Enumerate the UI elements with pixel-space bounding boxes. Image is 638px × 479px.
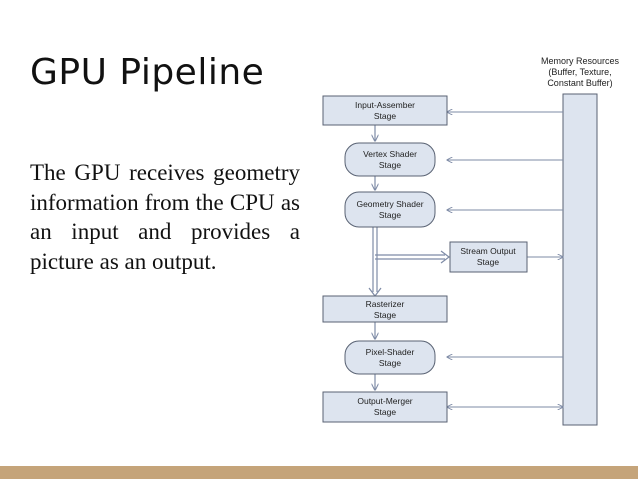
memory-resources-box	[562, 93, 598, 426]
rasterizer-box	[322, 295, 448, 323]
pixel-shader-label-line-1: Pixel-Shader	[366, 347, 415, 357]
output-merger-box	[322, 391, 448, 423]
pixel-shader-box	[344, 340, 436, 375]
bottom-accent-bar	[0, 466, 638, 479]
memory-resources-label-line-3: Constant Buffer)	[547, 78, 612, 88]
geometry-shader-label-line-1: Geometry Shader	[356, 199, 423, 209]
memory-resources-label-line-1: Memory Resources	[541, 56, 620, 66]
stream-output-arrowhead	[440, 250, 450, 264]
output-merger-label-line-1: Output-Merger	[357, 396, 412, 406]
stream-output-box	[449, 241, 528, 273]
pixel-shader-label-line-2: Stage	[379, 358, 401, 368]
stream-output-label-line-1: Stream Output	[460, 246, 516, 256]
vertex-shader-box	[344, 142, 436, 177]
vertex-shader-label-line-1: Vertex Shader	[363, 149, 417, 159]
gpu-pipeline-diagram: Memory Resources (Buffer, Texture, Const…	[315, 52, 630, 437]
pipeline-svg: Memory Resources (Buffer, Texture, Const…	[322, 56, 620, 426]
flow-arrowhead-rast	[368, 287, 382, 297]
output-merger-label-line-2: Stage	[374, 407, 396, 417]
input-assembler-label-line-2: Stage	[374, 111, 396, 121]
geometry-shader-box	[344, 191, 436, 228]
page-title: GPU Pipeline	[30, 52, 265, 93]
geometry-shader-label-line-2: Stage	[379, 210, 401, 220]
rasterizer-label-line-1: Rasterizer	[366, 299, 405, 309]
memory-resources-label-line-2: (Buffer, Texture,	[548, 67, 611, 77]
vertex-shader-label-line-2: Stage	[379, 160, 401, 170]
input-assembler-label-line-1: Input-Assember	[355, 100, 415, 110]
stream-output-label-line-2: Stage	[477, 257, 499, 267]
input-assembler-box	[322, 95, 448, 126]
rasterizer-label-line-2: Stage	[374, 310, 396, 320]
body-paragraph: The GPU receives geometry information fr…	[30, 160, 300, 274]
